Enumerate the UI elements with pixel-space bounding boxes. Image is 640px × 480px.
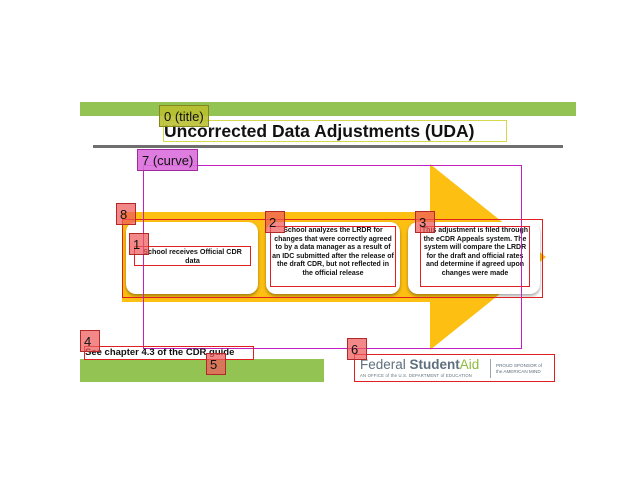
- logo-wordmark: Federal StudentAid: [360, 357, 479, 372]
- guide-reference: See chapter 4.3 of the CDR guide: [84, 346, 254, 360]
- annotation-label-title: 0 (title): [159, 105, 209, 127]
- step-3-text: This adjustment is filed through the eCD…: [420, 226, 530, 287]
- annotation-label-3: 3: [415, 211, 435, 233]
- logo-sponsor-line1: PROUD SPONSOR of: [496, 363, 542, 368]
- logo-word-student: Student: [409, 357, 460, 372]
- annotation-label-curve: 7 (curve): [137, 149, 199, 171]
- slide: Uncorrected Data Adjustments (UDA) Schoo…: [80, 102, 576, 382]
- federal-student-aid-logo: Federal StudentAid AN OFFICE of the U.S.…: [354, 354, 555, 382]
- top-accent-bar: [80, 102, 576, 116]
- logo-word-federal: Federal: [360, 357, 406, 372]
- step-card-2: [266, 222, 400, 294]
- title-divider: [93, 145, 563, 148]
- logo-sponsor: PROUD SPONSOR of the AMERICAN MIND: [496, 363, 542, 374]
- annotation-label-1: 1: [129, 233, 149, 255]
- annotation-label-5: 5: [206, 353, 226, 375]
- logo-divider: [490, 359, 491, 378]
- annotation-label-2: 2: [265, 211, 285, 233]
- logo-tagline: AN OFFICE of the U.S. DEPARTMENT of EDUC…: [360, 373, 473, 378]
- step-2-text: School analyzes the LRDR for changes tha…: [270, 226, 396, 287]
- slide-title: Uncorrected Data Adjustments (UDA): [163, 120, 507, 142]
- logo-word-aid: Aid: [459, 357, 480, 372]
- annotation-label-6: 6: [347, 338, 367, 360]
- process-group-box: [122, 219, 543, 298]
- curve-box: [143, 165, 522, 349]
- step-card-3: [408, 222, 540, 294]
- logo-sponsor-line2: the AMERICAN MIND: [496, 368, 541, 374]
- annotation-label-4: 4: [80, 330, 100, 352]
- bottom-accent-bar: [80, 359, 324, 382]
- step-1-text: School receives Official CDR data: [134, 246, 251, 266]
- annotation-label-8: 8: [116, 203, 136, 225]
